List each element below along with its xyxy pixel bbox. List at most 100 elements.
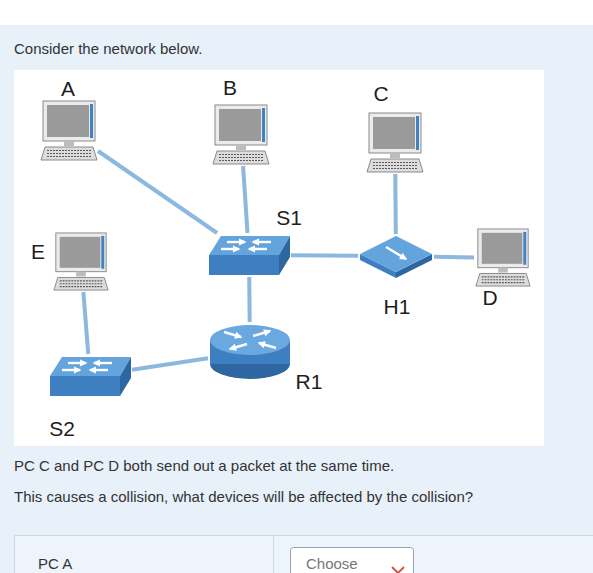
router-top	[210, 325, 290, 355]
device-label: R1	[296, 370, 323, 394]
select-box	[291, 548, 414, 573]
monitor-screen	[373, 117, 415, 149]
question-text: PC C and PC D both send out a packet at …	[14, 457, 394, 474]
monitor-stand	[236, 145, 246, 150]
top-strip	[0, 0, 593, 25]
keyboard-keys	[373, 168, 417, 169]
device-label: E	[31, 240, 45, 264]
device-label: H1	[384, 295, 411, 319]
select-text: Choose	[306, 555, 358, 572]
icon-arrow-head	[248, 245, 256, 252]
device-label: D	[482, 286, 497, 310]
keyboard-keys	[47, 153, 91, 154]
keyboard-keys	[47, 156, 91, 157]
keyboard-keys	[373, 165, 417, 166]
cell-divider	[273, 535, 274, 573]
icon-face	[360, 236, 432, 272]
icon-arrow-head	[74, 366, 82, 373]
router-device: R1	[208, 322, 292, 382]
keyboard-keys	[482, 282, 525, 283]
hub-icon	[358, 234, 434, 278]
network-cable	[243, 166, 247, 233]
monitor-screen	[47, 105, 89, 137]
keyboard-keys	[60, 283, 103, 284]
select-chevron	[392, 567, 404, 573]
table-cell: PC A	[38, 555, 72, 572]
device-label: S1	[276, 206, 302, 230]
page-title: Consider the network below.	[14, 40, 202, 57]
network-cable	[291, 253, 358, 257]
keyboard-keys	[60, 286, 103, 287]
icon-face	[120, 357, 131, 396]
keyboard-keys	[373, 162, 417, 163]
network-cable	[132, 358, 208, 369]
monitor-edge	[416, 116, 419, 150]
network-cable	[434, 255, 474, 260]
switch-icon	[207, 233, 291, 277]
keyboard-keys	[47, 150, 91, 151]
icon-face	[279, 236, 290, 275]
question-text: This causes a collision, what devices wi…	[14, 488, 473, 505]
monitor-edge	[262, 108, 265, 142]
keyboard-keys	[60, 280, 103, 281]
monitor-edge	[101, 236, 104, 269]
icon-face	[209, 255, 279, 275]
keyboard-keys	[482, 279, 525, 280]
icon-arrow-head	[239, 238, 247, 245]
keyboard-keys	[219, 154, 263, 155]
hub-device: H1	[358, 234, 434, 278]
icon-arrow-head	[399, 253, 407, 260]
icon-arrow-head	[252, 238, 260, 245]
icon-arrow-head	[229, 344, 237, 351]
monitor-screen	[219, 109, 261, 141]
network-cable	[98, 151, 217, 233]
pc-device: C	[366, 112, 424, 174]
switch-device: S1	[207, 233, 291, 277]
switch-device: S2	[48, 354, 132, 398]
device-label: S2	[49, 417, 75, 441]
icon-face	[50, 357, 131, 376]
keyboard-keys	[219, 157, 263, 158]
icon-face	[50, 376, 120, 396]
pc-device: A	[40, 100, 98, 162]
pc-icon	[40, 100, 98, 162]
icon-arrow-head	[233, 245, 241, 252]
monitor-frame	[43, 101, 95, 141]
monitor-frame	[56, 233, 106, 272]
pc-icon	[366, 112, 424, 174]
pc-device: D	[474, 228, 532, 288]
keyboard-keys	[482, 276, 525, 277]
monitor-frame	[369, 113, 421, 153]
device-label: B	[223, 76, 237, 100]
monitor-screen	[482, 233, 523, 264]
monitor-edge	[90, 104, 93, 138]
switch-icon	[48, 354, 132, 398]
monitor-stand	[76, 272, 86, 277]
keyboard-keys	[219, 160, 263, 161]
icon-arrow-head	[234, 332, 242, 339]
pc-device: B	[212, 104, 270, 166]
icon-arrow-head	[80, 359, 88, 366]
monitor-stand	[390, 153, 400, 158]
icon-arrow-head	[89, 366, 97, 373]
device-label: C	[373, 82, 388, 106]
network-cable	[83, 292, 88, 354]
monitor-frame	[478, 229, 528, 268]
answer-row	[15, 536, 593, 573]
icon-face	[41, 147, 97, 160]
icon-face	[54, 277, 108, 290]
pc-icon	[52, 232, 110, 292]
network-cable	[247, 277, 251, 322]
pc-icon	[212, 104, 270, 166]
icon-face	[209, 236, 290, 255]
icon-face	[367, 159, 423, 172]
device-label: A	[61, 77, 75, 101]
pc-device: E	[52, 232, 110, 292]
router-icon	[208, 322, 292, 382]
diagram-canvas	[14, 70, 544, 446]
pc-icon	[474, 228, 532, 288]
icon-face	[476, 273, 530, 286]
monitor-edge	[523, 232, 526, 265]
